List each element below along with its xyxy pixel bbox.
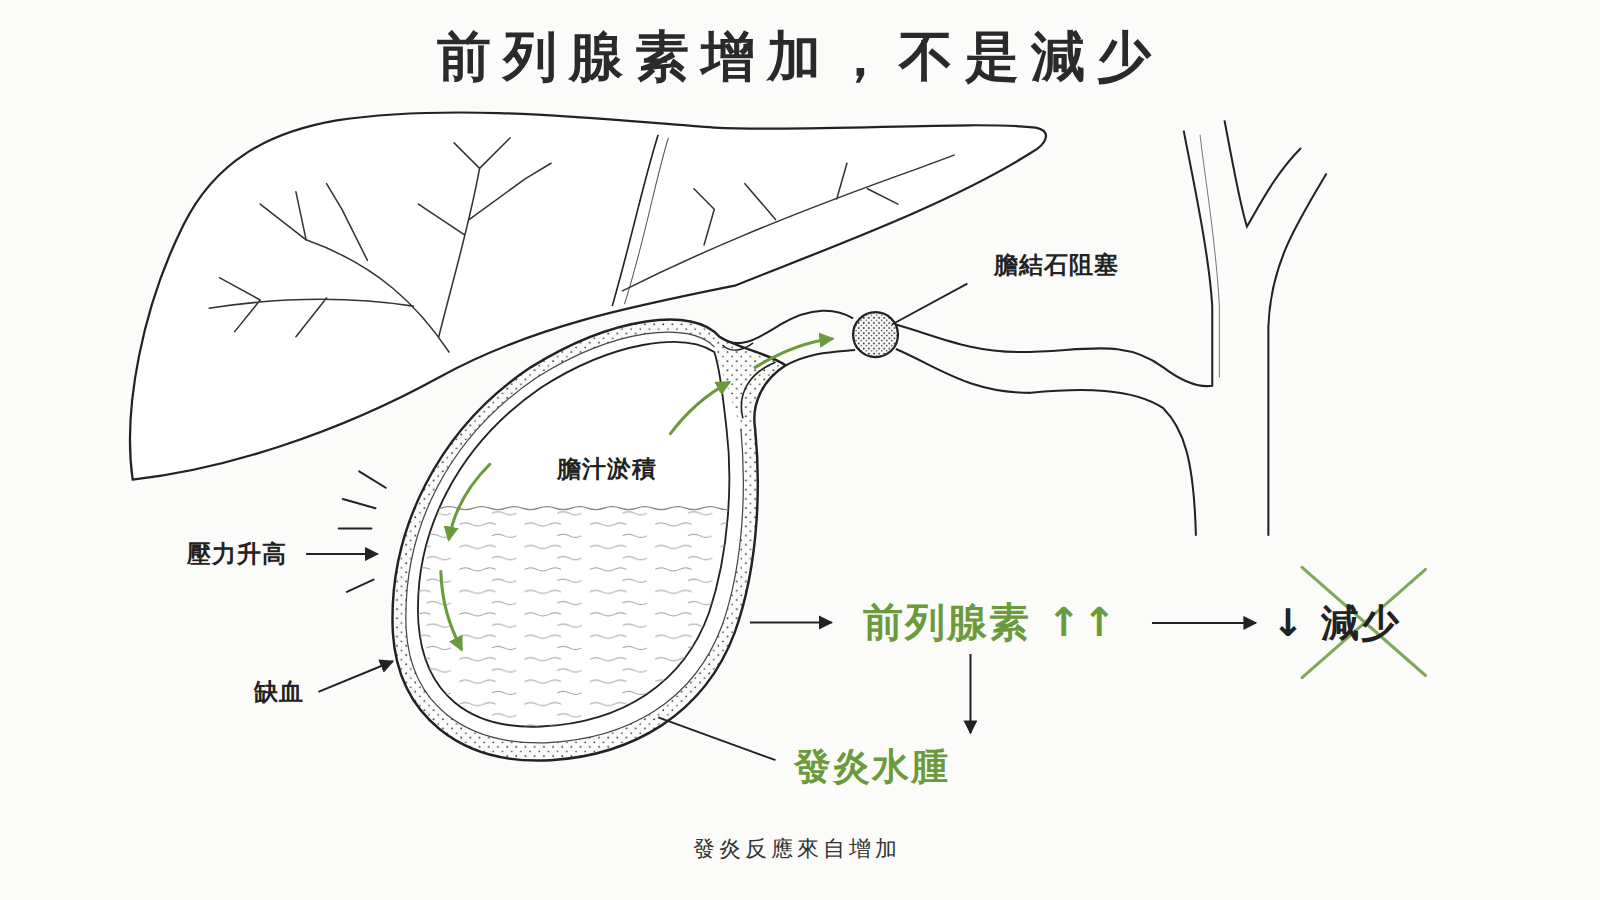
leader-arrow xyxy=(306,553,377,555)
annotation-label: 膽汁淤積 xyxy=(557,455,657,484)
pressure-stroke xyxy=(347,580,374,592)
vessel-line xyxy=(622,155,954,291)
annotation-label: 膽結石阻塞 xyxy=(994,251,1119,280)
pressure-stroke xyxy=(359,471,386,487)
vessel-line xyxy=(209,278,413,337)
neck-fold xyxy=(741,362,775,418)
duct-wall xyxy=(1268,173,1326,535)
pressure-marks xyxy=(339,471,386,591)
bile-fluid xyxy=(408,507,745,742)
diagram-title: 前列腺素增加，不是減少 xyxy=(437,25,1163,90)
caption-text: 發炎反應來自增加 xyxy=(693,836,901,862)
leader-arrow xyxy=(318,661,392,692)
annotation-label: 缺血 xyxy=(254,678,304,707)
flow-node: 前列腺素 ↑↑ xyxy=(857,596,1124,648)
vessel-line xyxy=(260,184,367,261)
node-text: 前列腺素 ↑↑ xyxy=(863,598,1118,646)
flow-arrow xyxy=(449,464,490,538)
duct-wall xyxy=(1224,120,1301,226)
leader-line xyxy=(892,284,968,325)
annotation-label: 壓力升高 xyxy=(187,540,287,569)
node-text: ↓ 減少 xyxy=(1272,601,1401,647)
flow-arrow xyxy=(441,571,461,649)
flow-arrow xyxy=(670,383,728,434)
flow-node: ↓ 減少 xyxy=(1266,599,1407,649)
liver-vessels xyxy=(209,138,954,352)
pressure-stroke xyxy=(343,499,376,508)
bile-ducts xyxy=(719,120,1326,535)
vessel-line xyxy=(418,138,551,337)
flow-connector xyxy=(969,654,971,733)
gallstone xyxy=(853,312,898,357)
flow-connector xyxy=(1152,622,1256,624)
stagnant-bile xyxy=(408,507,745,742)
neck-fold xyxy=(722,343,753,350)
leader-line xyxy=(658,717,775,760)
flow-arrow xyxy=(755,339,832,368)
liver-lobe-line xyxy=(612,135,658,306)
gallbladder-wall xyxy=(393,320,786,761)
duct-wall xyxy=(786,350,855,365)
bile-flow-arrows xyxy=(441,339,832,649)
node-text: 發炎水腫 xyxy=(794,745,950,789)
pressure-stroke xyxy=(339,528,372,530)
duct-wall xyxy=(896,349,1196,536)
duct-wall xyxy=(896,131,1212,387)
duct-inner-line xyxy=(1200,135,1219,378)
vessel-line xyxy=(306,240,449,352)
flow-arrow-black xyxy=(750,621,832,623)
flow-node: 發炎水腫 xyxy=(788,743,956,791)
